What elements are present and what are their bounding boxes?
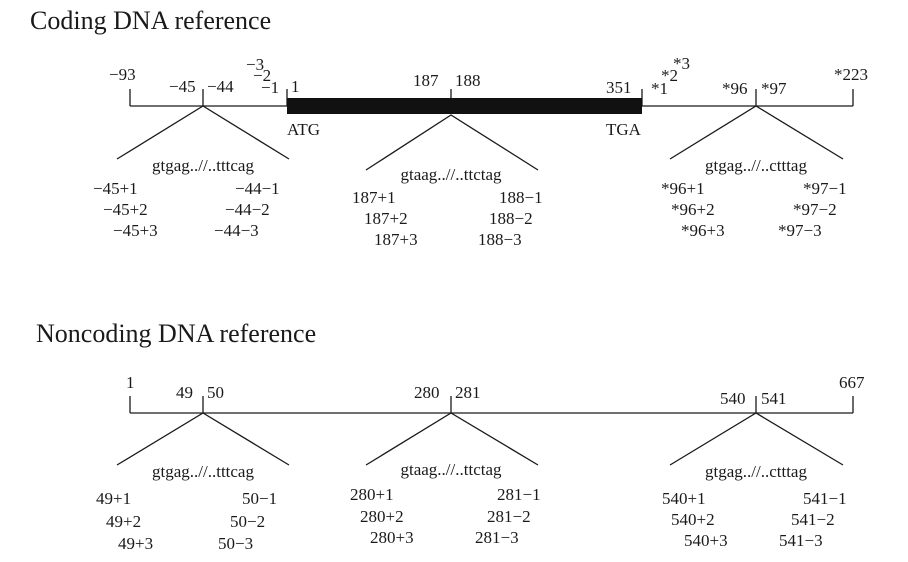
donor-position: 187+2 — [364, 209, 408, 228]
intron-sequence: gtgag..//..tttcag — [152, 156, 254, 175]
acceptor-position: 281−2 — [487, 507, 531, 526]
acceptor-position: −44−1 — [235, 179, 280, 198]
coding-pos-label: −44 — [207, 77, 234, 96]
donor-position: 49+3 — [118, 534, 153, 553]
intron-wedge — [669, 412, 844, 466]
noncoding-pos-label: 541 — [761, 389, 787, 408]
acceptor-position: 50−1 — [242, 489, 277, 508]
intron-sequence: gtaag..//..ttctag — [400, 165, 502, 184]
donor-position: 540+1 — [662, 489, 706, 508]
coding-pos-label: *1 — [651, 79, 668, 98]
coding-pos-label: −45 — [169, 77, 196, 96]
acceptor-position: 541−3 — [779, 531, 823, 550]
donor-position: *96+3 — [681, 221, 725, 240]
noncoding-pos-label: 667 — [839, 373, 865, 392]
acceptor-position: −44−3 — [214, 221, 259, 240]
intron-sequence: gtaag..//..ttctag — [400, 460, 502, 479]
noncoding-pos-label: 281 — [455, 383, 481, 402]
coding-pos-label: −93 — [109, 65, 136, 84]
noncoding-intron-3: gtgag..//..ctttag 540+1 540+2 540+3 541−… — [662, 412, 847, 550]
intron-sequence: gtgag..//..ctttag — [705, 462, 807, 481]
donor-position: 49+2 — [106, 512, 141, 531]
coding-title: Coding DNA reference — [30, 6, 271, 35]
donor-position: −45+1 — [93, 179, 138, 198]
intron-wedge — [116, 105, 290, 160]
coding-pos-label: *96 — [722, 79, 748, 98]
acceptor-position: 281−1 — [497, 485, 541, 504]
donor-position: −45+3 — [113, 221, 158, 240]
donor-position: −45+2 — [103, 200, 148, 219]
acceptor-position: 188−1 — [499, 188, 543, 207]
acceptor-position: 541−2 — [791, 510, 835, 529]
acceptor-position: −44−2 — [225, 200, 270, 219]
donor-position: 280+2 — [360, 507, 404, 526]
donor-position: 49+1 — [96, 489, 131, 508]
donor-position: 187+1 — [352, 188, 396, 207]
intron-wedge — [365, 412, 539, 466]
intron-wedge — [669, 105, 844, 160]
acceptor-position: 188−2 — [489, 209, 533, 228]
noncoding-title: Noncoding DNA reference — [36, 319, 316, 348]
donor-position: 540+3 — [684, 531, 728, 550]
noncoding-intron-1: gtgag..//..tttcag 49+1 49+2 49+3 50−1 50… — [96, 412, 290, 553]
coding-pos-label: −3 — [246, 55, 264, 74]
coding-intron-3: gtgag..//..ctttag *96+1 *96+2 *96+3 *97−… — [661, 105, 847, 240]
noncoding-pos-label: 540 — [720, 389, 746, 408]
acceptor-position: *97−3 — [778, 221, 822, 240]
coding-cds-bar — [287, 98, 642, 114]
coding-intron-1: gtgag..//..tttcag −45+1 −45+2 −45+3 −44−… — [93, 105, 290, 240]
coding-pos-label: *223 — [834, 65, 868, 84]
intron-sequence: gtgag..//..ctttag — [705, 156, 807, 175]
acceptor-position: 281−3 — [475, 528, 519, 547]
coding-axis — [129, 89, 854, 114]
coding-pos-label: 188 — [455, 71, 481, 90]
intron-wedge — [365, 114, 539, 171]
acceptor-position: 541−1 — [803, 489, 847, 508]
noncoding-intron-2: gtaag..//..ttctag 280+1 280+2 280+3 281−… — [350, 412, 541, 547]
noncoding-axis — [129, 396, 854, 414]
noncoding-pos-label: 1 — [126, 373, 135, 392]
noncoding-pos-label: 49 — [176, 383, 193, 402]
acceptor-position: 50−3 — [218, 534, 253, 553]
acceptor-position: *97−2 — [793, 200, 837, 219]
noncoding-pos-label: 50 — [207, 383, 224, 402]
noncoding-reference: Noncoding DNA reference 1 49 50 280 281 … — [36, 319, 865, 553]
donor-position: 187+3 — [374, 230, 418, 249]
intron-wedge — [116, 412, 290, 466]
coding-pos-label: −2 — [253, 66, 271, 85]
coding-pos-label: 187 — [413, 71, 439, 90]
stop-codon-label: TGA — [606, 120, 642, 139]
start-codon-label: ATG — [287, 120, 320, 139]
acceptor-position: *97−1 — [803, 179, 847, 198]
coding-pos-label: *3 — [673, 54, 690, 73]
coding-pos-label: −1 — [261, 78, 279, 97]
coding-pos-label: *97 — [761, 79, 787, 98]
donor-position: *96+2 — [671, 200, 715, 219]
coding-position-labels: −93 −45 −44 −3 −2 −1 1 187 188 351 *1 *2… — [109, 54, 868, 98]
donor-position: 280+1 — [350, 485, 394, 504]
acceptor-position: 50−2 — [230, 512, 265, 531]
noncoding-position-labels: 1 49 50 280 281 540 541 667 — [126, 373, 865, 408]
coding-pos-label: 1 — [291, 77, 300, 96]
noncoding-pos-label: 280 — [414, 383, 440, 402]
coding-intron-2: gtaag..//..ttctag 187+1 187+2 187+3 188−… — [352, 114, 543, 249]
coding-pos-label: *2 — [661, 66, 678, 85]
donor-position: 280+3 — [370, 528, 414, 547]
coding-pos-label: 351 — [606, 78, 632, 97]
donor-position: 540+2 — [671, 510, 715, 529]
intron-sequence: gtgag..//..tttcag — [152, 462, 254, 481]
donor-position: *96+1 — [661, 179, 705, 198]
coding-reference: Coding DNA reference −93 −45 −44 −3 −2 −… — [30, 6, 868, 249]
acceptor-position: 188−3 — [478, 230, 522, 249]
